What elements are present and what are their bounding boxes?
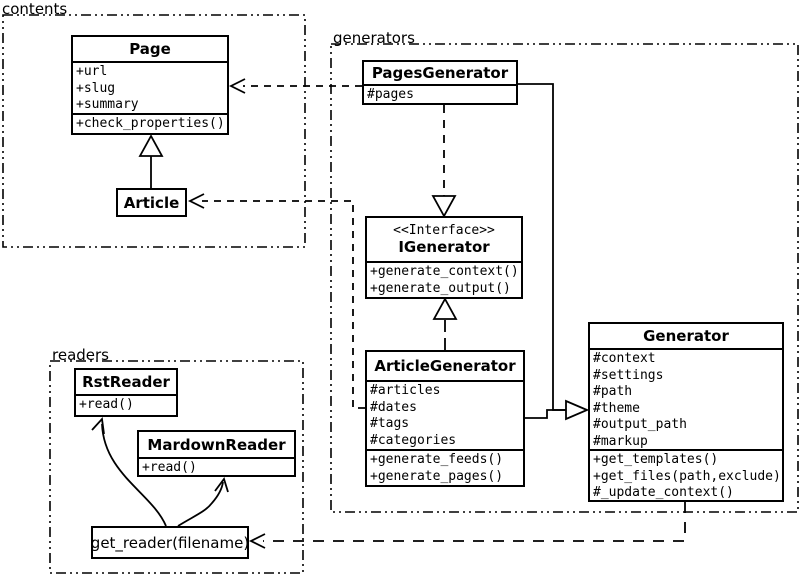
package-border-contents (2, 14, 306, 248)
stereotype-label: <<Interface>> (393, 223, 495, 238)
method: +read() (142, 460, 197, 475)
attribute: #tags (370, 416, 410, 431)
method: +generate_output() (370, 280, 511, 296)
method: #_update_context() (593, 485, 734, 500)
class-generator: Generator #context #settings #path #them… (588, 322, 784, 502)
attribute: #articles (370, 383, 441, 398)
class-generator-title: Generator (643, 327, 729, 345)
class-markdownreader-title: MardownReader (147, 435, 286, 454)
function-node-get-reader: get_reader(filename) (91, 526, 249, 559)
open-arrowhead-icon (214, 477, 229, 493)
attribute: #categories (370, 432, 457, 448)
curved-line (101, 423, 167, 527)
method: +get_templates() (593, 452, 719, 467)
class-igenerator-header: <<Interface>> IGenerator (367, 218, 521, 261)
attribute: #context (593, 351, 656, 366)
call-arrow-getreader-to-rstreader (91, 416, 167, 527)
method: +generate_pages() (370, 468, 504, 484)
curved-line (177, 481, 224, 527)
class-articlegenerator-methods: +generate_feeds() +generate_pages() (367, 449, 523, 485)
dashed-line (202, 200, 365, 409)
dashed-line (263, 502, 686, 542)
class-articlegenerator-attributes: #articles #dates #tags #categories (367, 380, 523, 449)
class-markdownreader: MardownReader +read() (137, 430, 296, 477)
class-igenerator: <<Interface>> IGenerator +generate_conte… (365, 216, 523, 299)
package-label-generators: generators (333, 29, 415, 47)
dependency-arrow-generator-to-getreader (248, 502, 686, 549)
package-label-readers: readers (52, 346, 109, 364)
class-igenerator-methods: +generate_context() +generate_output() (367, 261, 521, 297)
inheritance-arrow-article-to-page (138, 134, 164, 188)
open-arrowhead-icon (91, 416, 105, 435)
attribute: #markup (593, 433, 648, 449)
call-arrow-getreader-to-markdownreader (177, 477, 229, 527)
open-arrowhead-icon (248, 533, 266, 549)
realization-arrow-pagesgenerator-to-igenerator (431, 105, 457, 218)
attribute: +url (76, 64, 108, 79)
class-rstreader-methods: +read() (76, 394, 176, 415)
open-arrowhead-icon (187, 193, 205, 209)
attribute: #theme (593, 400, 640, 416)
class-page: Page +url +slug +summary +check_properti… (71, 35, 229, 135)
class-rstreader: RstReader +read() (74, 368, 178, 417)
method: +generate_feeds() (370, 452, 504, 467)
method: +get_files(path,exclude) (593, 468, 781, 484)
class-page-title: Page (129, 40, 171, 58)
attribute: +summary (76, 97, 139, 112)
attribute: #dates (370, 399, 417, 415)
class-pagesgenerator-title: PagesGenerator (371, 64, 509, 82)
hollow-triangle-icon (565, 399, 590, 421)
hollow-triangle-icon (138, 134, 164, 157)
class-pagesgenerator: PagesGenerator #pages (362, 60, 518, 105)
hollow-triangle-icon (431, 195, 457, 218)
hollow-triangle-icon (432, 297, 458, 320)
package-label-contents: contents (2, 0, 68, 18)
dependency-arrow-pagesgenerator-to-page (228, 78, 362, 94)
attribute: #pages (367, 87, 414, 102)
function-node-label: get_reader(filename) (90, 533, 250, 552)
method: +read() (79, 397, 134, 412)
dependency-arrow-articlegenerator-to-article (187, 193, 365, 409)
package-border-readers (49, 360, 304, 574)
attribute: +slug (76, 80, 116, 96)
inheritance-line (518, 83, 566, 411)
open-arrowhead-icon (228, 78, 246, 94)
realization-arrow-articlegenerator-to-igenerator (432, 297, 458, 350)
class-article-title: Article (123, 193, 180, 212)
method: +check_properties() (76, 116, 225, 131)
class-markdownreader-methods: +read() (139, 457, 294, 475)
attribute: #output_path (593, 417, 687, 432)
class-articlegenerator-title: ArticleGenerator (374, 357, 516, 375)
class-page-methods: +check_properties() (73, 113, 227, 133)
class-page-attributes: +url +slug +summary (73, 61, 227, 113)
class-rstreader-title: RstReader (82, 373, 170, 391)
class-generator-methods: +get_templates() +get_files(path,exclude… (590, 449, 782, 500)
method: +generate_context() (370, 264, 519, 279)
class-igenerator-title: IGenerator (398, 238, 490, 256)
class-pagesgenerator-attributes: #pages (364, 84, 516, 103)
inheritance-arrow-articlegenerator-to-generator (525, 409, 566, 419)
class-articlegenerator: ArticleGenerator #articles #dates #tags … (365, 350, 525, 487)
attribute: #path (593, 384, 633, 399)
inheritance-arrow-pagesgenerator-to-generator (518, 83, 590, 421)
attribute: #settings (593, 367, 664, 383)
class-generator-attributes: #context #settings #path #theme #output_… (590, 348, 782, 449)
class-article: Article (116, 188, 187, 217)
inheritance-line (525, 409, 566, 419)
